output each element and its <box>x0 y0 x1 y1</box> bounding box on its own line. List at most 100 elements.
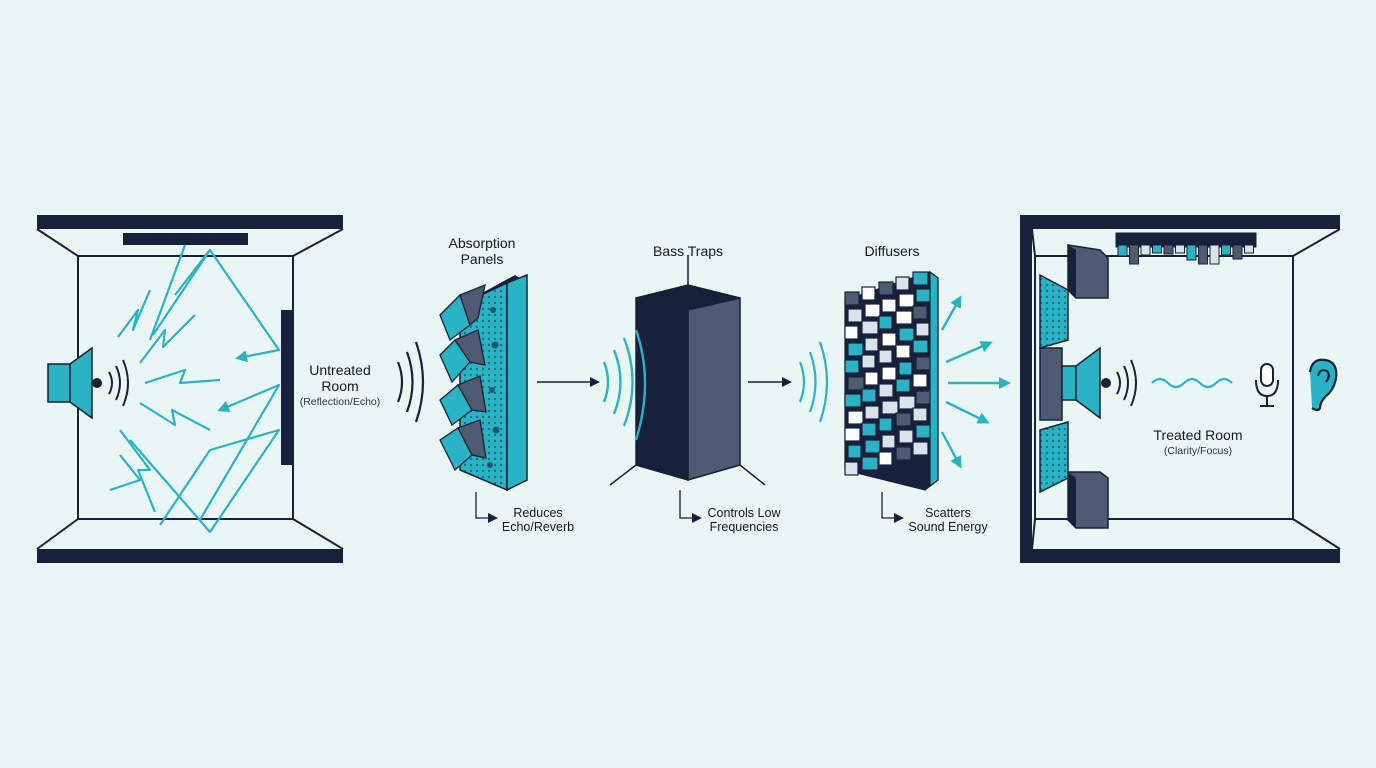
diffuser-block <box>915 390 932 405</box>
ceiling-diffuser-block <box>1152 244 1162 254</box>
diffuser-block <box>844 359 860 374</box>
diffuser-block <box>878 349 893 364</box>
ceiling-diffuser-block <box>1232 244 1243 260</box>
diffuser-block <box>861 422 877 437</box>
diffuser-block <box>844 291 860 306</box>
diffuser-block <box>895 344 911 359</box>
absorption-caption-line2: Echo/Reverb <box>501 520 575 535</box>
diffuser-block <box>915 288 932 303</box>
diffuser-block <box>898 361 913 376</box>
diffuser-block <box>847 410 864 425</box>
diffuser-block <box>912 407 928 422</box>
diffuser-block <box>861 354 876 369</box>
diffuser-block <box>915 356 932 371</box>
ceiling-diffuser-block <box>1221 244 1231 256</box>
bass-traps-caption: Controls Low Frequencies <box>694 506 794 535</box>
absorption-caption-line1: Reduces <box>513 506 563 520</box>
diffuser-block <box>878 315 893 330</box>
untreated-title-line2: Room <box>321 378 359 395</box>
bass-traps-title: Bass Traps <box>652 243 724 259</box>
diffuser-block <box>895 446 912 461</box>
diffuser-block <box>847 376 865 391</box>
diffuser-block <box>898 395 916 410</box>
corner-bass-trap <box>1067 471 1109 529</box>
scatter-arrows <box>940 295 1011 469</box>
bass-trap <box>609 255 766 486</box>
diffuser-block <box>881 332 897 347</box>
diffuser-block <box>878 281 894 296</box>
diffuser-block <box>864 337 879 352</box>
diffuser-block <box>847 444 862 459</box>
bass-traps-caption-line1: Controls Low <box>707 506 781 520</box>
sound-wave-icon <box>798 341 829 423</box>
diffuser-block <box>881 298 897 313</box>
diffuser-block <box>861 456 879 471</box>
diffuser-block <box>861 286 876 301</box>
diffuser-block <box>898 429 914 444</box>
diffuser-block <box>878 417 893 432</box>
diffuser-block <box>881 366 897 381</box>
diffuser <box>844 270 939 491</box>
echo-lightning-lines <box>117 289 221 513</box>
ceiling-diffuser-block <box>1129 244 1139 265</box>
diffusers-title: Diffusers <box>864 243 920 259</box>
speaker-icon <box>1039 346 1111 421</box>
ceiling-diffuser-block <box>1186 244 1197 261</box>
untreated-room-subtitle: (Reflection/Echo) <box>299 396 381 408</box>
treated-room-subtitle: (Clarity/Focus) <box>1163 445 1233 457</box>
caption-pointer <box>679 490 702 523</box>
diffuser-block <box>898 327 915 342</box>
caption-pointer <box>881 492 904 523</box>
diffuser-block <box>844 325 859 340</box>
diffuser-block <box>861 388 877 403</box>
diffuser-block <box>844 427 861 442</box>
sound-wave-icon <box>108 359 129 407</box>
corner-bass-trap <box>1067 244 1109 299</box>
caption-pointer <box>475 492 498 523</box>
diffuser-block <box>847 342 864 357</box>
speaker-icon <box>47 346 102 420</box>
ear-icon <box>1308 358 1338 412</box>
sound-wave-icon <box>602 329 647 441</box>
ceiling-diffuser-block <box>1198 244 1208 265</box>
diffuser-block <box>847 308 863 323</box>
diffuser-block <box>912 441 929 456</box>
ceiling-diffuser-block <box>1163 244 1174 255</box>
absorption-title-line1: Absorption <box>448 235 516 251</box>
diffuser-block <box>864 303 881 318</box>
diffuser-block <box>898 293 915 308</box>
ceiling-diffuser <box>1115 232 1257 265</box>
wall-absorption-panel <box>1039 273 1069 494</box>
untreated-room <box>36 215 344 563</box>
sound-wave-icon <box>396 341 425 423</box>
treated-room <box>1020 215 1341 563</box>
diffuser-block <box>861 320 879 335</box>
diffuser-block <box>912 373 928 388</box>
ceiling-diffuser-block <box>1117 244 1128 257</box>
diffuser-block <box>912 305 928 320</box>
microphone-icon <box>1255 363 1279 407</box>
ceiling-diffuser-block <box>1175 244 1185 254</box>
diffuser-block <box>844 393 862 408</box>
diffusers-caption-line2: Sound Energy <box>908 520 988 535</box>
diffuser-block <box>895 378 911 393</box>
diffuser-block <box>915 322 930 337</box>
diffuser-block <box>915 424 932 439</box>
absorption-title-line2: Panels <box>460 251 504 268</box>
diffuser-block <box>895 412 912 427</box>
absorption-caption: Reduces Echo/Reverb <box>488 506 588 535</box>
diffuser-block <box>895 276 910 291</box>
diffusers-caption-line1: Scatters <box>925 506 971 520</box>
bass-traps-caption-line2: Frequencies <box>709 520 779 535</box>
diffuser-block <box>881 434 896 449</box>
treated-room-title: Treated Room <box>1153 427 1243 443</box>
diffuser-block <box>864 371 879 386</box>
untreated-room-title: Untreated Room <box>290 362 390 394</box>
diffuser-block <box>864 439 881 454</box>
diffuser-block <box>844 461 859 476</box>
ceiling-diffuser-block <box>1140 244 1151 256</box>
untreated-title-line1: Untreated <box>309 362 371 378</box>
diffuser-block <box>881 400 899 415</box>
diffusers-caption: Scatters Sound Energy <box>898 506 998 535</box>
